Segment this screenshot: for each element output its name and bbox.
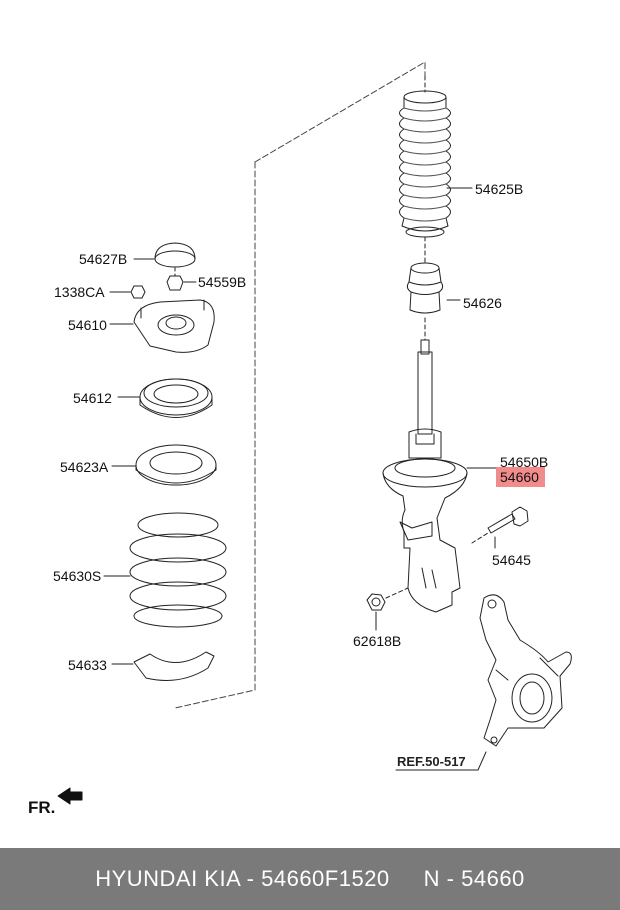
coil-spring (103, 512, 227, 628)
nut (366, 587, 409, 631)
bolt (471, 506, 529, 549)
strut-bearing (117, 378, 213, 418)
parts-diagram: 54625B 54626 54627B 54559B 1338CA 54610 … (28, 61, 572, 817)
callout-54612: 54612 (73, 390, 112, 406)
footer-brand-part: HYUNDAI KIA - 54660F1520 (95, 866, 390, 891)
ref-leader (395, 751, 487, 771)
callout-54610: 54610 (68, 317, 107, 333)
dust-cap (133, 242, 196, 277)
callout-54627B: 54627B (79, 251, 128, 267)
reference-label: REF.50-517 (397, 754, 466, 769)
steering-knuckle (479, 594, 572, 747)
callout-54633: 54633 (68, 657, 107, 673)
callout-54623A: 54623A (60, 459, 109, 475)
callout-62618B: 62618B (353, 633, 402, 649)
strut-assembly (382, 317, 498, 613)
dust-boot (399, 75, 473, 238)
lock-nut (166, 275, 197, 291)
upper-spring-pad (111, 444, 217, 486)
callout-54645: 54645 (492, 552, 531, 568)
front-indicator-label: FR. (28, 798, 56, 817)
callout-54559B: 54559B (198, 274, 247, 290)
lower-spring-pad (111, 651, 215, 681)
assembly-outline (254, 61, 426, 163)
callout-54625B: 54625B (475, 181, 524, 197)
strut-mount (109, 299, 215, 353)
callout-54650B: 54650B (500, 454, 549, 470)
footer-part-number: N - 54660 (423, 866, 525, 891)
callout-54626: 54626 (463, 295, 502, 311)
callout-1338CA: 1338CA (54, 284, 105, 300)
callout-54630S: 54630S (53, 568, 102, 584)
small-nut (109, 285, 146, 299)
assembly-outline-left (174, 161, 256, 709)
front-arrow-icon (57, 787, 83, 805)
exploded-view-drawing (57, 61, 572, 805)
footer-bar: HYUNDAI KIA - 54660F1520 N - 54660 (0, 848, 620, 910)
bump-stopper (406, 236, 461, 314)
callout-54660-highlighted[interactable]: 54660 (496, 467, 545, 487)
